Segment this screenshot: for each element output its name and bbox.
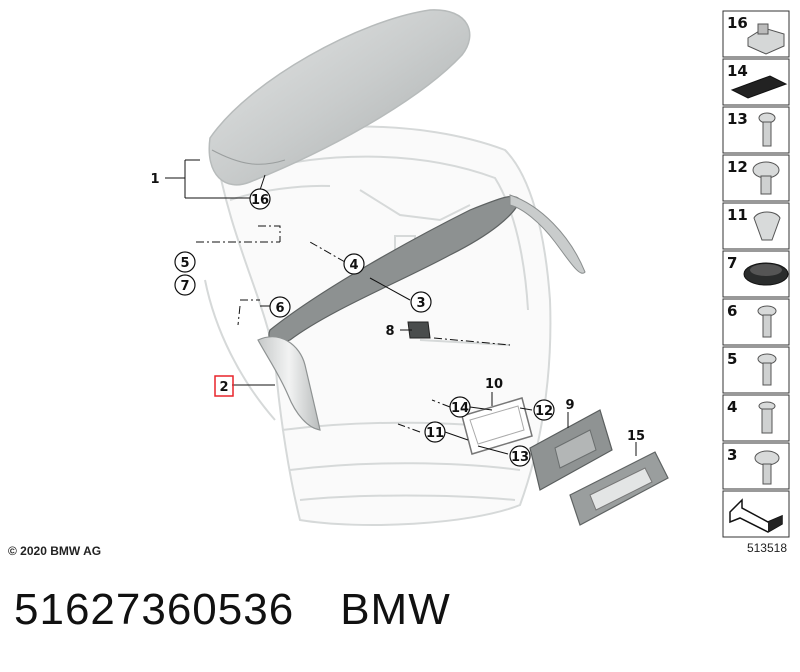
part-number: 51627360536: [14, 585, 295, 634]
part-number-line: 51627360536 BMW: [14, 585, 451, 635]
svg-text:16: 16: [727, 14, 748, 32]
sidebar-item-3: 3: [722, 442, 790, 490]
callout-14: 14: [449, 396, 471, 418]
tailgate-body: [204, 125, 552, 526]
svg-text:7: 7: [727, 254, 737, 272]
callout-12: 12: [533, 399, 555, 421]
svg-text:6: 6: [727, 302, 737, 320]
callout-7: 7: [174, 274, 196, 296]
svg-text:6: 6: [275, 301, 284, 316]
svg-text:13: 13: [511, 450, 529, 465]
callout-2-highlighted: 2: [214, 375, 234, 397]
sidebar-item-11: 11: [722, 202, 790, 250]
plate-frame: [569, 451, 669, 526]
callout-5: 5: [174, 251, 196, 273]
svg-text:2: 2: [219, 380, 228, 395]
svg-text:14: 14: [451, 401, 469, 416]
svg-text:12: 12: [535, 404, 553, 419]
callout-13: 13: [509, 445, 531, 467]
svg-text:1: 1: [150, 172, 159, 187]
svg-text:13: 13: [727, 110, 748, 128]
chrome-trim: [257, 336, 321, 431]
trim-panel: [268, 194, 586, 343]
callout-16: 16: [249, 188, 271, 210]
sidebar-item-14: 14: [722, 58, 790, 106]
svg-text:11: 11: [426, 426, 444, 441]
plate-bracket: [529, 409, 613, 491]
sidebar-item-12: 12: [722, 154, 790, 202]
callout-11: 11: [424, 421, 446, 443]
svg-text:4: 4: [727, 398, 737, 416]
svg-text:3: 3: [727, 446, 737, 464]
svg-text:9: 9: [565, 398, 574, 413]
svg-text:8: 8: [385, 324, 394, 339]
svg-text:4: 4: [349, 258, 358, 273]
rear-spoiler: [208, 9, 471, 186]
callout-3: 3: [410, 291, 432, 313]
sidebar-item-7: 7: [722, 250, 790, 298]
license-holder: [461, 397, 533, 455]
diagram-reference: 513518: [747, 541, 787, 555]
sidebar-item-13: 13: [722, 106, 790, 154]
brand-name: BMW: [340, 585, 451, 634]
svg-text:3: 3: [416, 296, 425, 311]
callout-4: 4: [343, 253, 365, 275]
copyright-text: © 2020 BMW AG: [8, 544, 101, 558]
callout-15: 15: [627, 429, 645, 444]
svg-text:5: 5: [180, 256, 189, 271]
sidebar-item-4: 4: [722, 394, 790, 442]
sidebar-legend-arrow: [722, 490, 790, 538]
callout-8: 8: [385, 324, 394, 339]
callout-1: 1: [150, 172, 159, 187]
sidebar-item-5: 5: [722, 346, 790, 394]
svg-text:16: 16: [251, 193, 269, 208]
callouts: 16 5 7 6 4 3 8 1 2: [150, 172, 645, 467]
callout-9: 9: [565, 398, 574, 413]
svg-text:5: 5: [727, 350, 737, 368]
sidebar-item-16: 16: [722, 10, 790, 58]
svg-text:14: 14: [727, 62, 748, 80]
svg-text:12: 12: [727, 158, 748, 176]
callout-10: 10: [485, 377, 503, 392]
grommet-part: [407, 321, 431, 339]
sidebar-item-6: 6: [722, 298, 790, 346]
callout-6: 6: [269, 296, 291, 318]
svg-text:10: 10: [485, 377, 503, 392]
leader-lines: [165, 159, 637, 456]
svg-text:7: 7: [180, 279, 189, 294]
parts-sidebar: 16 14 13 12 11 7: [722, 10, 790, 538]
svg-text:11: 11: [727, 206, 748, 224]
svg-text:15: 15: [627, 429, 645, 444]
